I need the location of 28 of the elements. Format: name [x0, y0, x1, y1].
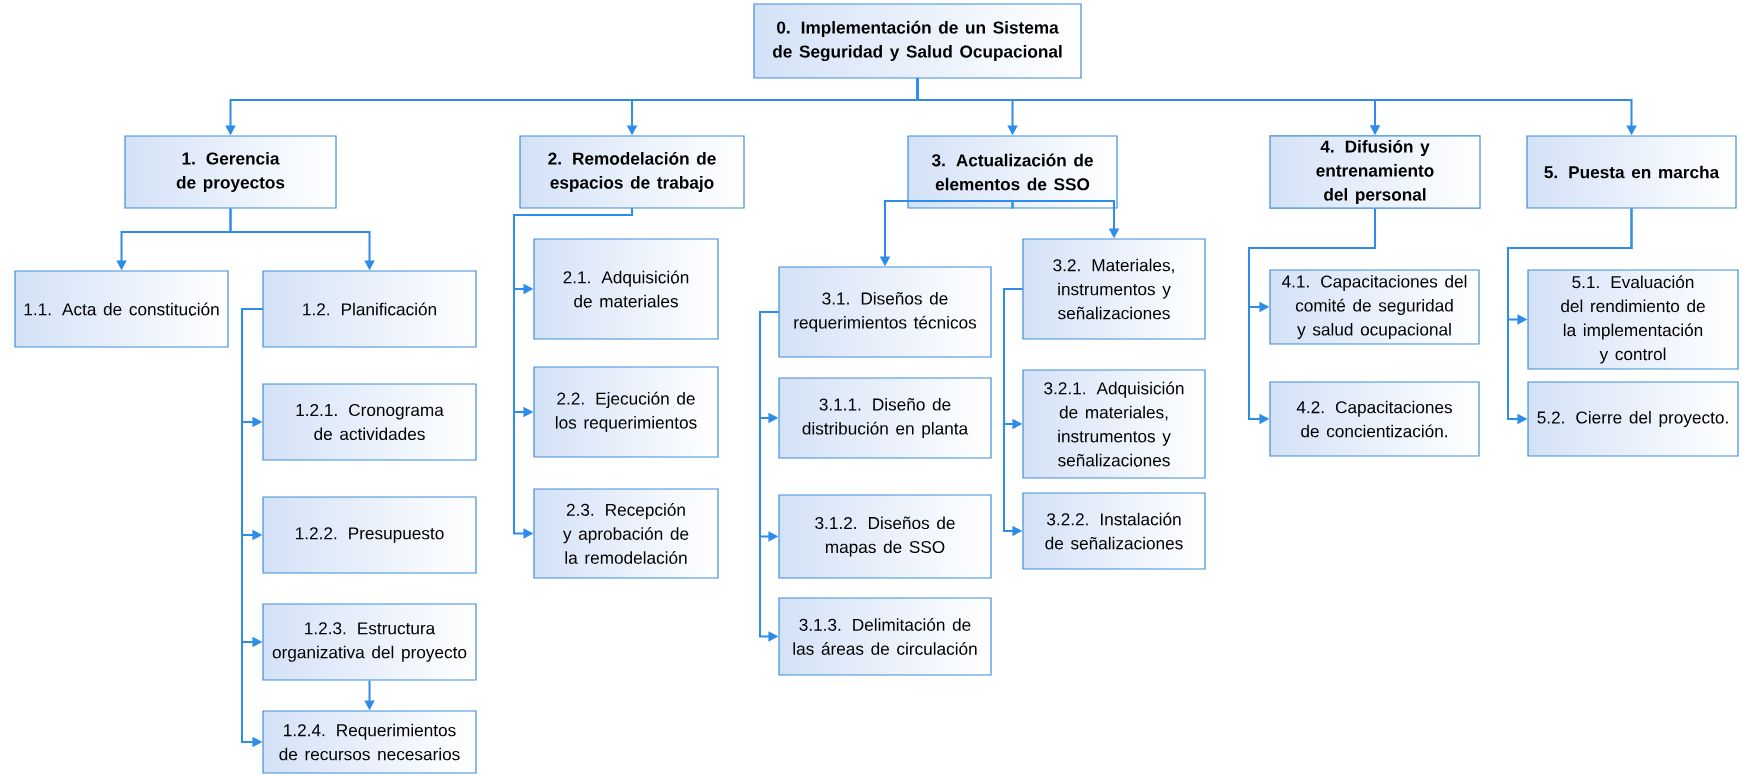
task-box: 3. Actualización de elementos de SSO	[907, 135, 1118, 209]
task-box: 3.2. Materiales, instrumentos y señalizaciones	[1022, 238, 1206, 340]
task-box: 1.2.2. Presupuesto	[262, 496, 477, 574]
task-box: 4. Difusión y entrenamiento del personal	[1269, 135, 1481, 209]
title-box: 0. Implementación de un Sistema de Seguridad y Salud Ocupacional	[753, 3, 1082, 79]
task-box: 3.1.3. Delimitación de las áreas de circulación	[778, 597, 992, 676]
task-box: 5.2. Cierre del proyecto.	[1527, 381, 1739, 457]
task-box: 2. Remodelación de espacios de trabajo	[519, 135, 745, 209]
task-box: 2.3. Recepción y aprobación de la remodelación	[533, 488, 719, 579]
task-box: 2.1. Adquisición de materiales	[533, 238, 719, 340]
task-box: 1.2.4. Requerimientos de recursos necesarios	[262, 710, 477, 774]
task-box: 1.1. Acta de constitución	[14, 270, 229, 348]
task-box: 4.1. Capacitaciones del comité de seguridad y salud ocupacional	[1269, 269, 1480, 345]
task-box: 4.2. Capacitaciones de concientización.	[1269, 381, 1480, 457]
task-box: 3.2.1. Adquisición de materiales, instrumentos y señalizaciones	[1022, 369, 1206, 479]
task-box: 1. Gerencia de proyectos	[124, 135, 337, 209]
task-box: 2.2. Ejecución de los requerimientos	[533, 366, 719, 458]
task-box: 3.1.2. Diseños de mapas de SSO	[778, 494, 992, 579]
connector-arrow	[759, 311, 780, 642]
task-box: 3.2.2. Instalación de señalizaciones	[1022, 492, 1206, 570]
task-box: 3.1.1. Diseño de distribución en planta	[778, 377, 992, 459]
task-box: 5. Puesta en marcha	[1526, 135, 1737, 209]
task-box: 5.1. Evaluación del rendimiento de la implementación y control	[1527, 269, 1739, 370]
task-box: 1.2. Planificación	[262, 270, 477, 348]
task-box: 1.2.3. Estructura organizativa del proyecto	[262, 603, 477, 681]
connector-arrow	[513, 207, 633, 539]
task-box: 1.2.1. Cronograma de actividades	[262, 383, 477, 461]
task-box: 3.1. Diseños de requerimientos técnicos	[778, 266, 992, 358]
